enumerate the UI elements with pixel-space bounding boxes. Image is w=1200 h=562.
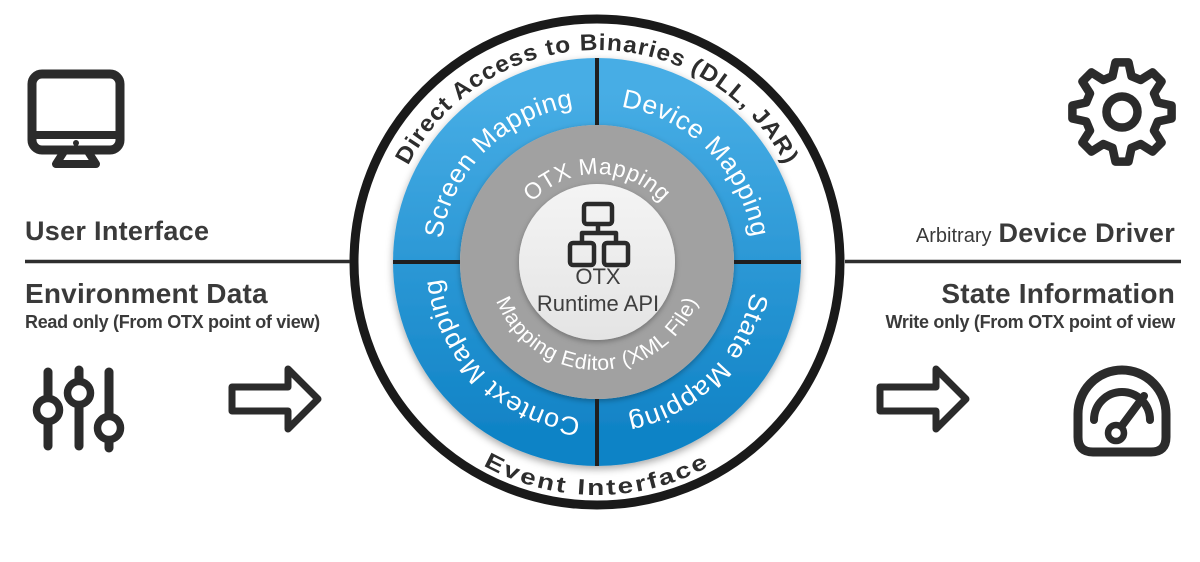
outer-ring: [349, 14, 845, 510]
gauge-pivot: [1104, 421, 1128, 445]
sliders-icon: [32, 365, 125, 453]
right-title-main: Device Driver: [998, 218, 1175, 248]
gear-icon: [1068, 58, 1176, 166]
center-circle: [519, 184, 675, 340]
right-note: Write only (From OTX point of view: [885, 312, 1176, 332]
gray-ring: [460, 125, 734, 399]
gauge-dial-arc: [1090, 388, 1154, 424]
left-heading: Environment Data: [25, 278, 268, 309]
right-title-prefix: Arbitrary: [915, 225, 992, 247]
quadrant-dividers: [393, 58, 801, 466]
hierarchy-icon-connectors: [579, 224, 619, 243]
center-label-line2: Runtime API: [537, 291, 659, 316]
monitor-screen: [27, 69, 125, 155]
slider-knob-3: [93, 412, 125, 444]
hierarchy-icon-right-node: [601, 240, 631, 268]
monitor-button: [73, 140, 79, 146]
left-title: User Interface: [25, 216, 210, 246]
right-arrow-right-icon: [876, 365, 970, 433]
slider-knob-1: [32, 394, 64, 426]
hierarchy-icon-left-node: [567, 240, 597, 268]
gauge-housing: [1073, 365, 1171, 457]
monitor-stand: [52, 147, 100, 168]
monitor-icon: [27, 69, 125, 168]
slider-knob-2: [63, 377, 95, 409]
right-title: Arbitrary Device Driver: [916, 220, 1175, 247]
right-heading: State Information: [941, 278, 1175, 309]
left-note: Read only (From OTX point of view): [25, 312, 320, 332]
gauge-icon: [1073, 365, 1171, 457]
gear-icon-hole: [1102, 92, 1142, 132]
hierarchy-icon: [567, 201, 631, 268]
left-arrow-right-icon: [228, 365, 322, 433]
center-label-line1: OTX: [575, 264, 621, 289]
gear-icon-path: [1068, 58, 1176, 166]
